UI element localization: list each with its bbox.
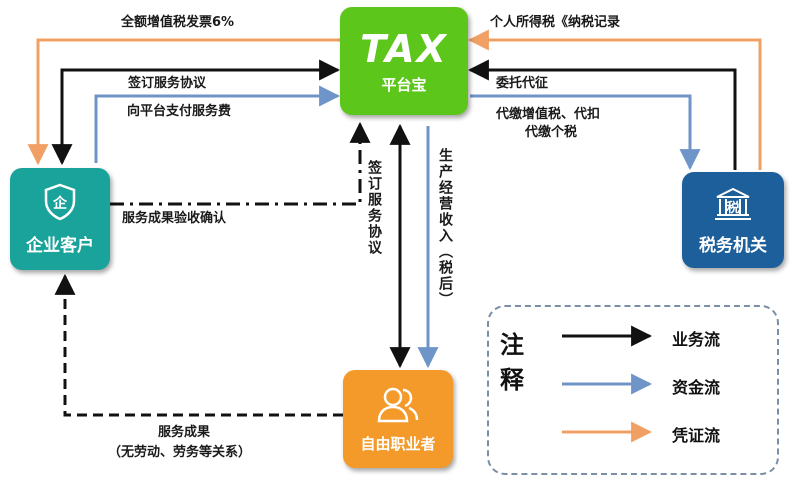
tax-authority-node: 税 税务机关 — [682, 172, 784, 268]
svg-text:税: 税 — [726, 200, 739, 216]
income-tax-record-arrow — [467, 29, 762, 170]
tax-platform-node: TAX 平台宝 — [340, 7, 468, 115]
acceptance-label: 服务成果验收确认 — [122, 211, 227, 226]
sign-agreement-label: 签订服务协议 — [128, 76, 207, 91]
operating-income-label: 生产经营收入（税后） — [437, 148, 453, 308]
tax-building-icon: 税 — [715, 187, 751, 220]
enterprise-label: 企业客户 — [26, 235, 94, 256]
withhold-tax-arrow — [470, 94, 701, 171]
vat-invoice-arrow — [27, 38, 340, 166]
entrust-collection-label: 委托代征 — [496, 76, 549, 91]
svg-text:企: 企 — [52, 195, 68, 212]
pay-fee-arrow — [94, 85, 341, 163]
service-result-note: （无劳动、劳务等关系） — [108, 445, 252, 460]
freelancer-label: 自由职业者 — [360, 434, 436, 453]
people-icon — [377, 387, 419, 422]
withhold-tax-label-1: 代缴增值税、代扣 — [496, 107, 601, 122]
sign-agreement-vertical-label: 签订服务协议 — [366, 160, 382, 256]
service-result-label: 服务成果 — [158, 425, 211, 440]
sign-agreement-arrow — [51, 59, 341, 166]
withhold-tax-label-2: 代缴个税 — [525, 125, 578, 140]
shield-icon: 企 — [44, 183, 76, 220]
legend-item-business: 业务流 — [672, 330, 721, 349]
legend-item-funds: 资金流 — [672, 378, 721, 397]
legend-title-1: 注 — [500, 331, 524, 359]
freelancer-node: 自由职业者 — [343, 370, 453, 468]
legend-box — [487, 305, 779, 475]
platform-name: 平台宝 — [381, 75, 427, 94]
entrust-collection-arrow — [467, 59, 737, 170]
legend-item-voucher: 凭证流 — [672, 426, 721, 445]
acceptance-arrow — [110, 121, 371, 206]
tax-logo-text: TAX — [360, 26, 448, 71]
enterprise-node: 企 企业客户 — [10, 168, 110, 270]
tax-authority-label: 税务机关 — [699, 235, 767, 256]
income-tax-record-label: 个人所得税《纳税记录 — [490, 15, 621, 30]
service-result-arrow — [54, 273, 343, 417]
pay-fee-label: 向平台支付服务费 — [127, 104, 232, 119]
vat-invoice-label: 全额增值税发票6% — [121, 15, 235, 30]
legend-title-2: 释 — [500, 366, 524, 394]
